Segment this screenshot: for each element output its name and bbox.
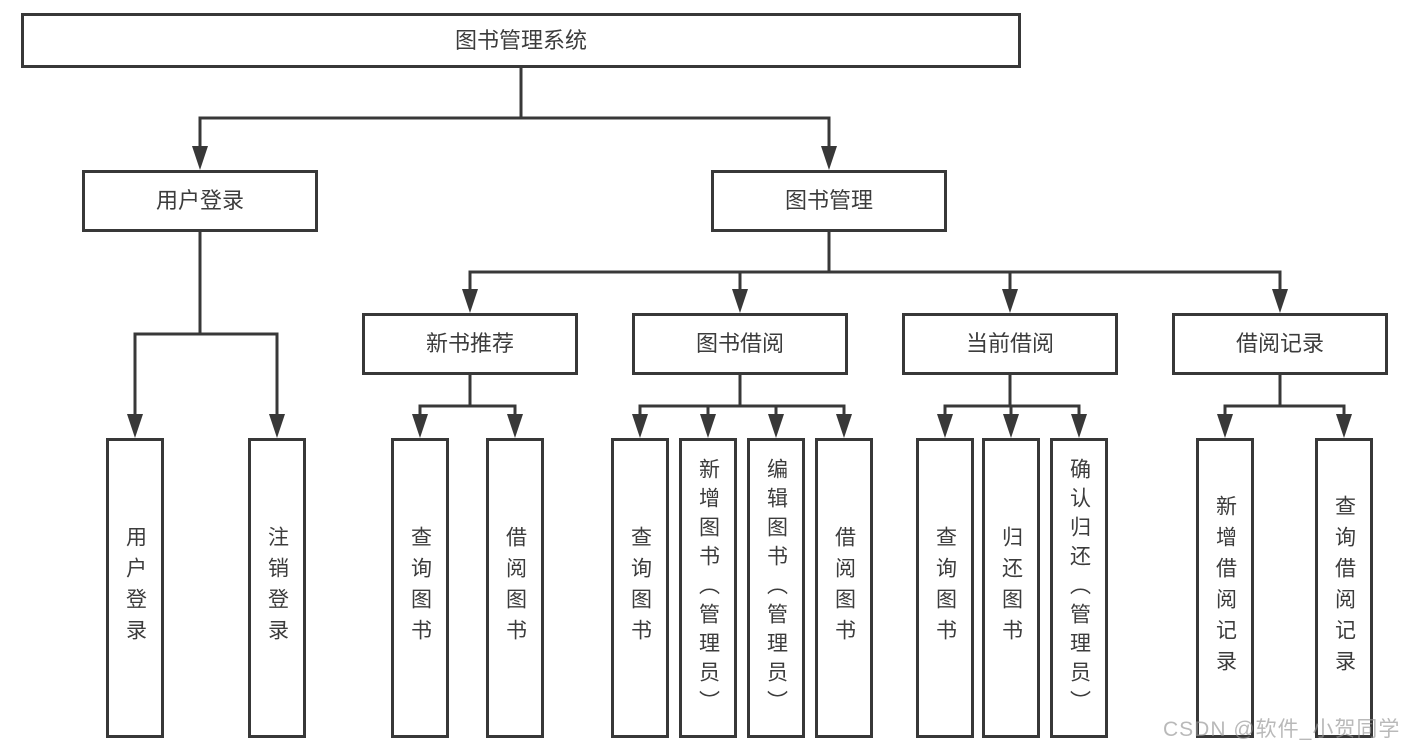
node-book-management: 图书管理 xyxy=(711,170,947,232)
arrow-down-icon xyxy=(768,414,784,438)
edge-bookmgmt-to-level3 xyxy=(468,232,1282,292)
arrow-down-icon xyxy=(127,414,143,438)
leaf-cb-return-books: 归还图书 xyxy=(982,438,1040,738)
arrow-down-icon xyxy=(1003,414,1019,438)
arrow-down-icon xyxy=(821,146,837,170)
leaf-bb-edit-books-admin: 编辑图书（管理员） xyxy=(747,438,805,738)
edge-bookborrow-to-leaves xyxy=(638,375,846,418)
leaf-bb-borrow-books: 借阅图书 xyxy=(815,438,873,738)
arrow-down-icon xyxy=(1336,414,1352,438)
arrowhead-icons xyxy=(127,146,1352,438)
arrow-down-icon xyxy=(732,289,748,313)
leaf-cb-confirm-return-admin: 确认归还（管理员） xyxy=(1050,438,1108,738)
arrow-down-icon xyxy=(192,146,208,170)
edge-root-to-level2 xyxy=(198,68,831,150)
connector-paths xyxy=(133,68,1346,418)
node-current-borrow: 当前借阅 xyxy=(902,313,1118,375)
edge-newbook-to-leaves xyxy=(418,375,517,418)
arrow-down-icon xyxy=(412,414,428,438)
arrow-down-icon xyxy=(1071,414,1087,438)
arrow-down-icon xyxy=(1217,414,1233,438)
csdn-watermark: CSDN @软件_小贺同学 xyxy=(1163,718,1401,741)
leaf-nb-borrow-books: 借阅图书 xyxy=(486,438,544,738)
node-root: 图书管理系统 xyxy=(21,13,1021,68)
edge-userlogin-to-leaves xyxy=(133,232,279,418)
arrow-down-icon xyxy=(937,414,953,438)
arrow-down-icon xyxy=(507,414,523,438)
arrow-down-icon xyxy=(1002,289,1018,313)
edge-borrowrecord-to-leaves xyxy=(1223,375,1346,418)
leaf-br-add-record: 新增借阅记录 xyxy=(1196,438,1254,738)
leaf-nb-query-books: 查询图书 xyxy=(391,438,449,738)
node-new-book-recommend: 新书推荐 xyxy=(362,313,578,375)
leaf-bb-query-books: 查询图书 xyxy=(611,438,669,738)
edge-currentborrow-to-leaves xyxy=(943,375,1081,418)
leaf-logout-login: 注销登录 xyxy=(248,438,306,738)
node-book-borrow: 图书借阅 xyxy=(632,313,848,375)
arrow-down-icon xyxy=(269,414,285,438)
arrow-down-icon xyxy=(700,414,716,438)
node-borrow-records: 借阅记录 xyxy=(1172,313,1388,375)
node-user-login: 用户登录 xyxy=(82,170,318,232)
arrow-down-icon xyxy=(1272,289,1288,313)
arrow-down-icon xyxy=(836,414,852,438)
arrow-down-icon xyxy=(462,289,478,313)
arrow-down-icon xyxy=(632,414,648,438)
leaf-bb-add-books-admin: 新增图书（管理员） xyxy=(679,438,737,738)
leaf-br-query-record: 查询借阅记录 xyxy=(1315,438,1373,738)
leaf-user-login: 用户登录 xyxy=(106,438,164,738)
leaf-cb-query-books: 查询图书 xyxy=(916,438,974,738)
